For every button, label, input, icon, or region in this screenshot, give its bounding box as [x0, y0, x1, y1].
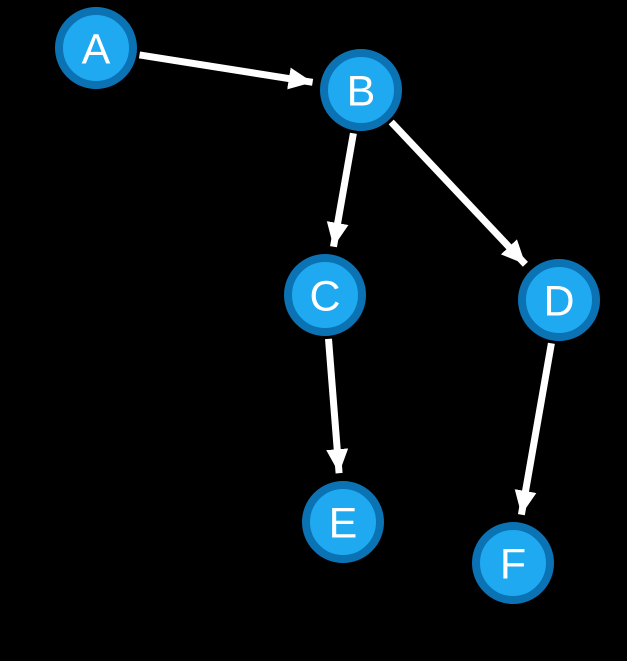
graph-node-c[interactable]: C [284, 254, 366, 336]
edge-arrow-C-E [325, 338, 349, 474]
node-circle-e[interactable] [302, 481, 384, 563]
node-circle-d[interactable] [518, 259, 600, 341]
graph-node-e[interactable]: E [302, 481, 384, 563]
graph-node-f[interactable]: F [472, 522, 554, 604]
node-circle-a[interactable] [55, 7, 137, 89]
edge-arrow-D-F [514, 342, 555, 516]
node-circle-c[interactable] [284, 254, 366, 336]
edge-arrow-A-B [138, 51, 314, 90]
graph-node-b[interactable]: B [320, 49, 402, 131]
edge-arrow-B-D [388, 119, 528, 267]
graph-node-a[interactable]: A [55, 7, 137, 89]
node-circle-f[interactable] [472, 522, 554, 604]
edge-arrow-B-C [326, 132, 357, 248]
graph-node-d[interactable]: D [518, 259, 600, 341]
node-circle-b[interactable] [320, 49, 402, 131]
